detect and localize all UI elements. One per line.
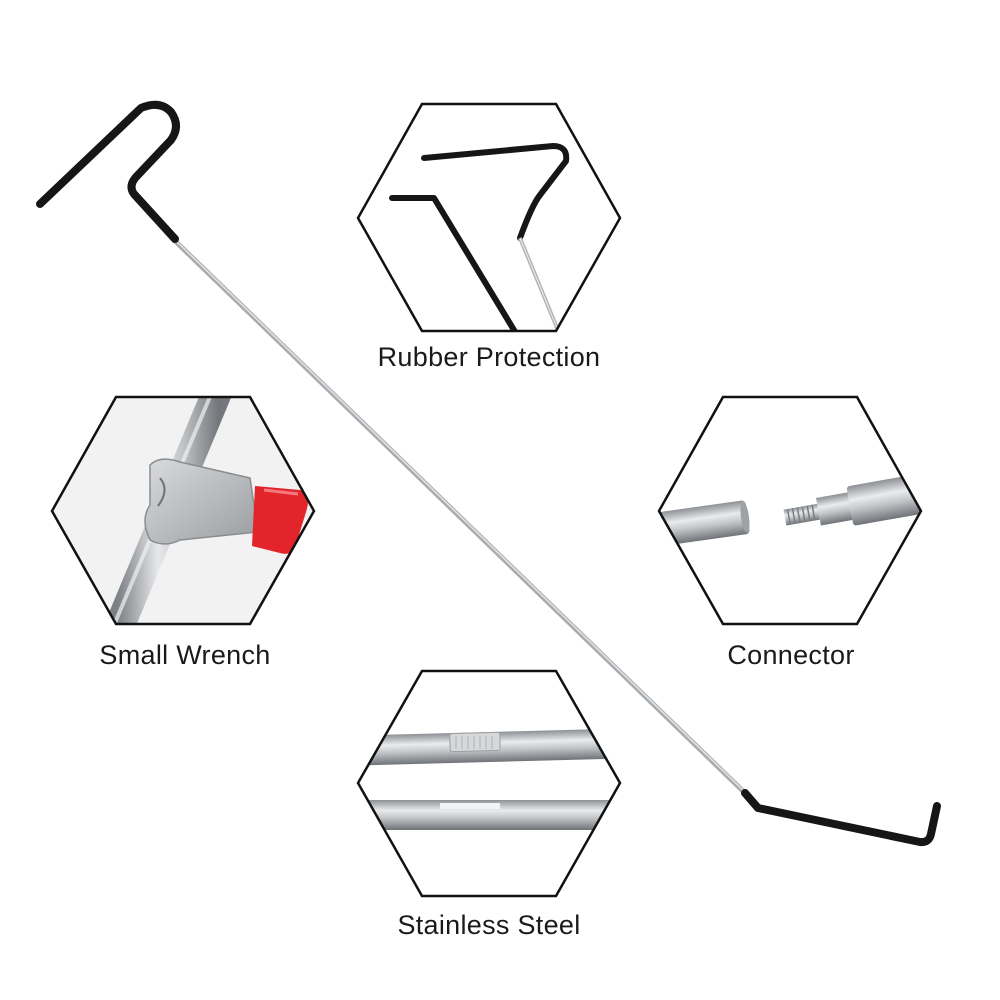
bottom-rubber-hook bbox=[741, 789, 941, 847]
rubber-protection-label: Rubber Protection bbox=[377, 342, 601, 372]
stainless-steel-label: Stainless Steel bbox=[397, 910, 581, 940]
connector-label: Connector bbox=[727, 640, 855, 670]
connector-hexagon bbox=[657, 395, 923, 626]
rubber-protection-hexagon bbox=[356, 102, 622, 333]
small-wrench-hexagon bbox=[50, 395, 316, 626]
top-rubber-hook bbox=[36, 100, 180, 243]
small-wrench-label: Small Wrench bbox=[99, 640, 271, 670]
main-hook-rod bbox=[36, 100, 941, 847]
stainless-steel-hexagon bbox=[356, 669, 622, 898]
